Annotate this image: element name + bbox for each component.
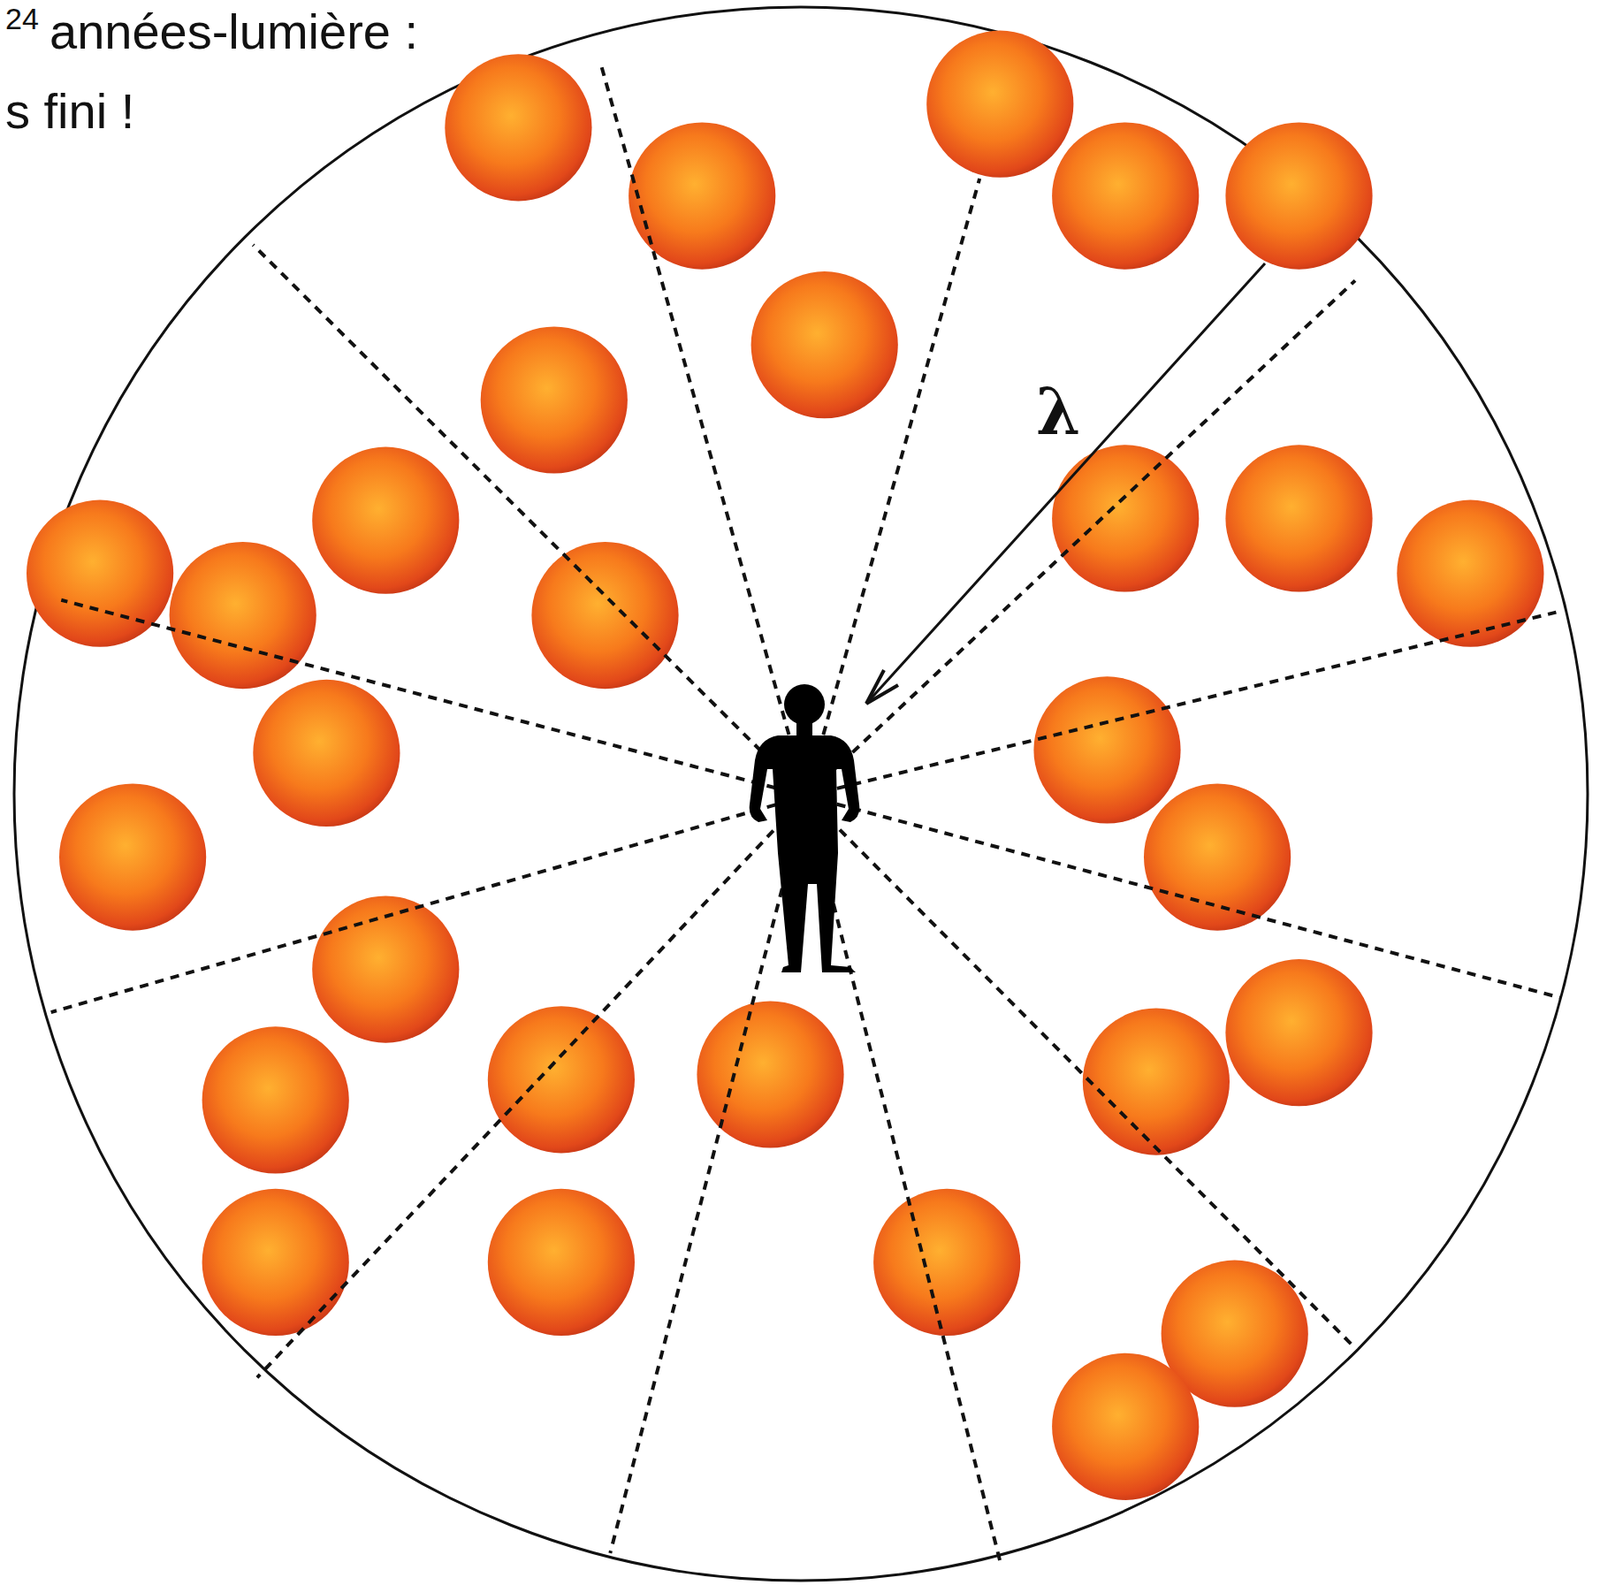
star [1051,444,1199,592]
star [1225,122,1372,270]
distance-symbol: λ [1036,380,1081,444]
star [1143,784,1291,931]
star [1225,444,1372,592]
sight-line [60,600,807,797]
star [1082,1008,1230,1156]
sight-line [806,795,1353,1345]
sight-line [806,612,1557,797]
exponent-number: 24 [5,3,39,34]
sight-line [609,795,807,1554]
star [873,1188,1021,1336]
star [1033,676,1181,823]
star [444,53,592,201]
star [480,326,628,473]
star-field [26,30,1545,1501]
sight-line [600,60,807,796]
star [751,271,899,419]
heading-text: années-lumière : [49,7,419,57]
star [926,30,1074,178]
sight-line [806,795,1562,999]
sight-lines [51,60,1562,1562]
star [59,784,206,931]
star [487,1005,635,1153]
sight-line [806,178,980,796]
sight-line [252,244,807,796]
star [312,447,459,595]
sight-line [51,795,807,1013]
star [628,122,776,270]
star [1051,1353,1199,1501]
distance-arrow [866,263,1265,704]
star [1051,122,1199,270]
star [252,679,400,827]
star [1225,959,1372,1106]
universe-boundary [14,7,1588,1581]
sight-line [806,280,1356,796]
star [487,1188,635,1336]
star [1396,500,1544,648]
arrow-head [866,670,899,704]
star [202,1188,350,1336]
star [202,1026,350,1174]
star [169,541,317,689]
observer-silhouette [749,684,861,973]
heading-text: s fini ! [5,86,135,137]
sight-line [257,795,807,1378]
sight-line [806,795,1000,1562]
star [531,541,679,689]
